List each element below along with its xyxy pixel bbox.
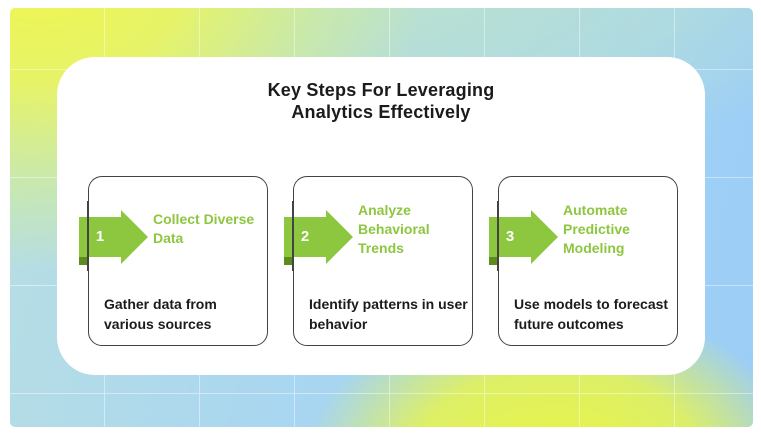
step-number: 3 xyxy=(505,228,515,245)
card-border-overlay xyxy=(292,201,294,271)
arrow-fold-icon xyxy=(79,257,89,265)
content-panel: Key Steps For Leveraging Analytics Effec… xyxy=(57,57,705,375)
step-number: 2 xyxy=(300,228,310,245)
step-description: Identify patterns in user behavior xyxy=(309,296,468,332)
step-2-arrow-badge: 2 xyxy=(284,210,353,265)
step-heading: Automate Predictive Modeling xyxy=(563,201,630,256)
step-1-arrow-badge: 1 xyxy=(79,210,148,265)
step-number: 1 xyxy=(95,228,105,245)
step-card-1: 1 Collect Diverse Data Gather data from … xyxy=(79,176,268,346)
step-heading: Analyze Behavioral Trends xyxy=(358,201,430,256)
step-description: Use models to forecast future outcomes xyxy=(514,296,669,332)
card-border-overlay xyxy=(497,201,499,271)
step-heading: Collect Diverse Data xyxy=(153,211,255,246)
step-3-arrow-badge: 3 xyxy=(489,210,558,265)
step-card-2: 2 Analyze Behavioral Trends Identify pat… xyxy=(284,176,473,346)
page-title: Key Steps For Leveraging Analytics Effec… xyxy=(267,80,495,122)
card-border-overlay xyxy=(87,201,89,271)
arrow-fold-icon xyxy=(489,257,499,265)
step-description: Gather data from various sources xyxy=(104,296,217,332)
step-card-3: 3 Automate Predictive Modeling Use model… xyxy=(489,176,678,346)
arrow-fold-icon xyxy=(284,257,294,265)
